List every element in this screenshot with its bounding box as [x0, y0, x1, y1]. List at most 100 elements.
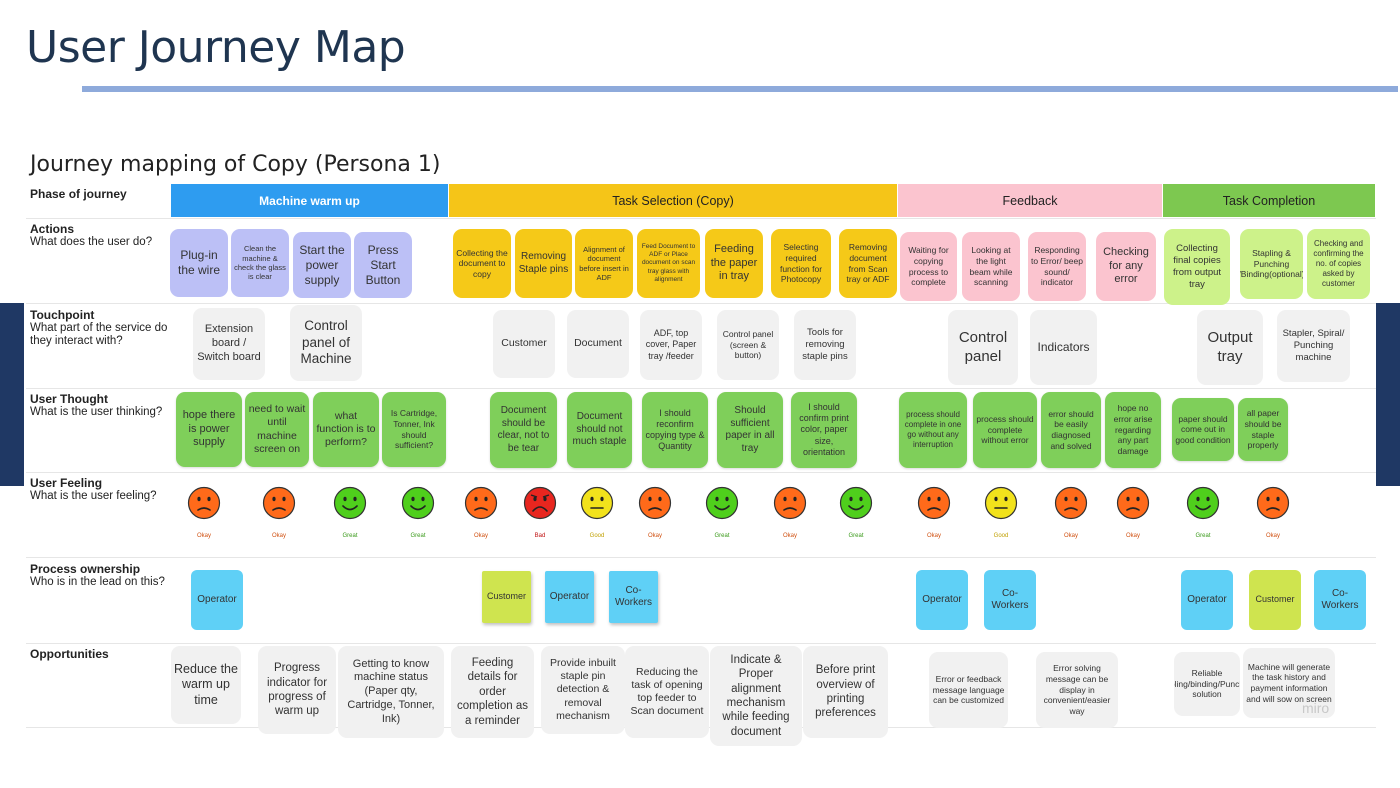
miro-watermark: miro [1302, 700, 1330, 716]
touchpoint-card: Control panel of Machine [290, 305, 362, 381]
phase-feedback: Feedback [898, 184, 1162, 217]
feeling-label: Great [848, 533, 864, 539]
okay-face-icon [638, 486, 672, 520]
okay-face-icon [1116, 486, 1150, 520]
row-divider [26, 388, 1376, 389]
thought-sticky: Document should not much staple [567, 392, 632, 468]
feeling-label: Great [342, 533, 358, 539]
feeling-label: Great [714, 533, 730, 539]
action-sticky: Plug-in the wire [170, 229, 228, 297]
action-sticky: Checking and confirming the no. of copie… [1307, 229, 1370, 299]
action-sticky: Feeding the paper in tray [705, 229, 763, 298]
touchpoint-card: Extension board / Switch board [193, 308, 265, 380]
owner-sticky: Operator [1181, 570, 1233, 630]
action-sticky: Selecting required function for Photocop… [771, 229, 831, 298]
opportunity-card: Progress indicator for progress of warm … [258, 646, 336, 734]
thought-sticky: Document should be clear, not to be tear [490, 392, 557, 468]
owner-sticky: Operator [191, 570, 243, 630]
action-sticky: Collecting final copies from output tray [1164, 229, 1230, 305]
feeling-label: Good [993, 533, 1009, 539]
opportunity-card: Provide inbuilt staple pin detection & r… [541, 646, 625, 734]
page-title: User Journey Map [26, 22, 406, 73]
row-divider [26, 218, 1376, 219]
thought-sticky: paper should come out in good condition [1172, 398, 1234, 461]
thought-sticky: I should reconfirm copying type & Quanti… [642, 392, 708, 468]
great-face-icon [333, 486, 367, 520]
feeling-label: Okay [926, 533, 941, 539]
opportunity-card: Indicate & Proper alignment mechanism wh… [710, 646, 802, 746]
row-label-opportunities: Opportunities [30, 647, 109, 661]
touchpoint-card: ADF, top cover, Paper tray /feeder [640, 310, 702, 380]
action-sticky: Press Start Button [354, 232, 412, 298]
feeling-label: Okay [271, 533, 286, 539]
action-sticky: Removing Staple pins [515, 229, 572, 298]
okay-face-icon [1256, 486, 1290, 520]
touchpoint-card: Customer [493, 310, 555, 378]
okay-face-icon [262, 486, 296, 520]
feeling-label: Okay [647, 533, 662, 539]
great-face-icon [705, 486, 739, 520]
feeling-label: Okay [473, 533, 488, 539]
feeling-label: Okay [1265, 533, 1280, 539]
action-sticky: Feed Document to ADF or Place document o… [637, 229, 700, 298]
action-sticky: Collecting the document to copy [453, 229, 511, 298]
opportunity-card: Machine will generate the task history a… [1243, 648, 1335, 718]
bad-face-icon [523, 486, 557, 520]
feeling-label: Great [410, 533, 426, 539]
title-underline [82, 86, 1398, 92]
map-subtitle: Journey mapping of Copy (Persona 1) [30, 152, 441, 177]
action-sticky: Stapling & Punching /Binding(optional) [1240, 229, 1303, 299]
great-face-icon [839, 486, 873, 520]
touchpoint-card: Stapler, Spiral/ Punching machine [1277, 310, 1350, 382]
touchpoint-card: Control panel (screen & button) [717, 310, 779, 380]
row-divider [26, 643, 1376, 644]
touchpoint-card: Document [567, 310, 629, 378]
opportunity-card: Before print overview of printing prefer… [803, 646, 888, 738]
thought-sticky: process should complete without error [973, 392, 1037, 468]
action-sticky: Waiting for copying process to complete [900, 232, 957, 301]
thought-sticky: error should be easily diagnosed and sol… [1041, 392, 1101, 468]
thought-sticky: what function is to perform? [313, 392, 379, 467]
opportunity-card: Reliable stapling/binding/Punching solut… [1174, 652, 1240, 716]
phase-machine-warm-up: Machine warm up [171, 184, 448, 217]
phase-task-completion: Task Completion [1163, 184, 1375, 217]
opportunity-card: Feeding details for order completion as … [451, 646, 534, 738]
right-side-bar [1376, 303, 1400, 486]
action-sticky: Removing document from Scan tray or ADF [839, 229, 897, 298]
okay-face-icon [187, 486, 221, 520]
great-face-icon [401, 486, 435, 520]
feeling-label: Good [589, 533, 605, 539]
feeling-label: Okay [196, 533, 211, 539]
owner-sticky: Customer [482, 571, 531, 623]
thought-sticky: Is Cartridge, Tonner, Ink should suffici… [382, 392, 446, 467]
good-face-icon [984, 486, 1018, 520]
action-sticky: Checking for any error [1096, 232, 1156, 301]
phase-task-selection: Task Selection (Copy) [449, 184, 897, 217]
thought-sticky: Should sufficient paper in all tray [717, 392, 783, 468]
action-sticky: Responding to Error/ beep sound/ indicat… [1028, 232, 1086, 301]
opportunity-card: Getting to know machine status (Paper qt… [338, 646, 444, 738]
action-sticky: Alignment of document before insert in A… [575, 229, 633, 298]
touchpoint-card: Control panel [948, 310, 1018, 385]
great-face-icon [1186, 486, 1220, 520]
okay-face-icon [917, 486, 951, 520]
feeling-label: Bad [534, 533, 546, 539]
thought-sticky: process should complete in one go withou… [899, 392, 967, 468]
touchpoint-card: Tools for removing staple pins [794, 310, 856, 380]
feeling-label: Okay [1125, 533, 1140, 539]
opportunity-card: Reducing the task of opening top feeder … [625, 646, 709, 738]
touchpoint-card: Output tray [1197, 310, 1263, 385]
owner-sticky: Operator [545, 571, 594, 623]
thought-sticky: hope no error arise regarding any part d… [1105, 392, 1161, 468]
okay-face-icon [773, 486, 807, 520]
owner-sticky: Co-Workers [1314, 570, 1366, 630]
opportunity-card: Error solving message can be display in … [1036, 652, 1118, 728]
owner-sticky: Customer [1249, 570, 1301, 630]
row-label-phase: Phase of journey [30, 187, 127, 201]
okay-face-icon [1054, 486, 1088, 520]
feeling-label: Great [1195, 533, 1211, 539]
